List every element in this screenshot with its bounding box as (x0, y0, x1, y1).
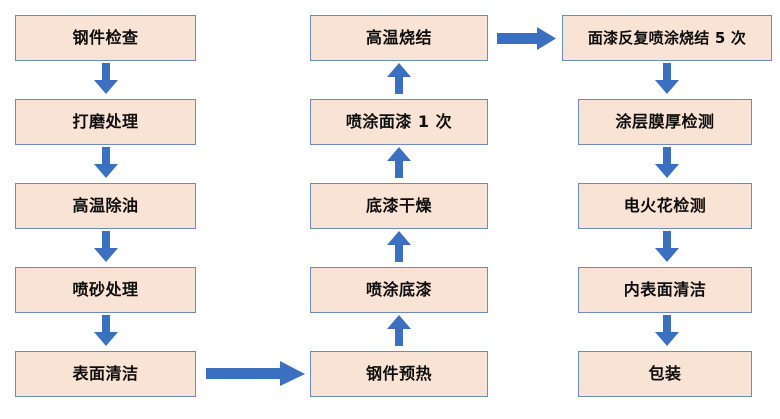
process-node-high-temp-degreasing[interactable]: 高温除油 (15, 183, 196, 229)
process-node-inner-surface-cleaning[interactable]: 内表面清洁 (578, 267, 752, 313)
process-node-steel-preheating[interactable]: 钢件预热 (310, 351, 488, 397)
process-node-surface-cleaning[interactable]: 表面清洁 (15, 351, 196, 397)
process-node-packaging[interactable]: 包装 (578, 351, 752, 397)
process-node-high-temp-sintering[interactable]: 高温烧结 (310, 15, 488, 61)
process-node-spark-test[interactable]: 电火花检测 (578, 183, 752, 229)
connector-arrow-down-1 (93, 63, 119, 95)
connector-arrow-up-2 (386, 231, 412, 263)
connector-arrow-right-short (497, 27, 557, 51)
connector-arrow-up-3 (386, 147, 412, 179)
process-node-primer-drying[interactable]: 底漆干燥 (310, 183, 488, 229)
process-node-coating-thickness-test[interactable]: 涂层膜厚检测 (578, 99, 752, 145)
connector-arrow-down-7 (654, 231, 680, 263)
process-node-sandblasting[interactable]: 喷砂处理 (15, 267, 196, 313)
process-node-steel-inspection[interactable]: 钢件检查 (15, 15, 196, 61)
connector-arrow-up-1 (386, 315, 412, 347)
connector-arrow-right-long (206, 361, 306, 387)
connector-arrow-down-5 (654, 63, 680, 95)
process-node-topcoat-spray-once[interactable]: 喷涂面漆 1 次 (310, 99, 488, 145)
connector-arrow-down-6 (654, 147, 680, 179)
process-node-primer-spraying[interactable]: 喷涂底漆 (310, 267, 488, 313)
connector-arrow-up-4 (386, 63, 412, 95)
process-node-topcoat-repeat-5-times[interactable]: 面漆反复喷涂烧结 5 次 (562, 15, 772, 61)
process-node-grinding[interactable]: 打磨处理 (15, 99, 196, 145)
connector-arrow-down-3 (93, 231, 119, 263)
connector-arrow-down-4 (93, 315, 119, 347)
connector-arrow-down-8 (654, 315, 680, 347)
connector-arrow-down-2 (93, 147, 119, 179)
